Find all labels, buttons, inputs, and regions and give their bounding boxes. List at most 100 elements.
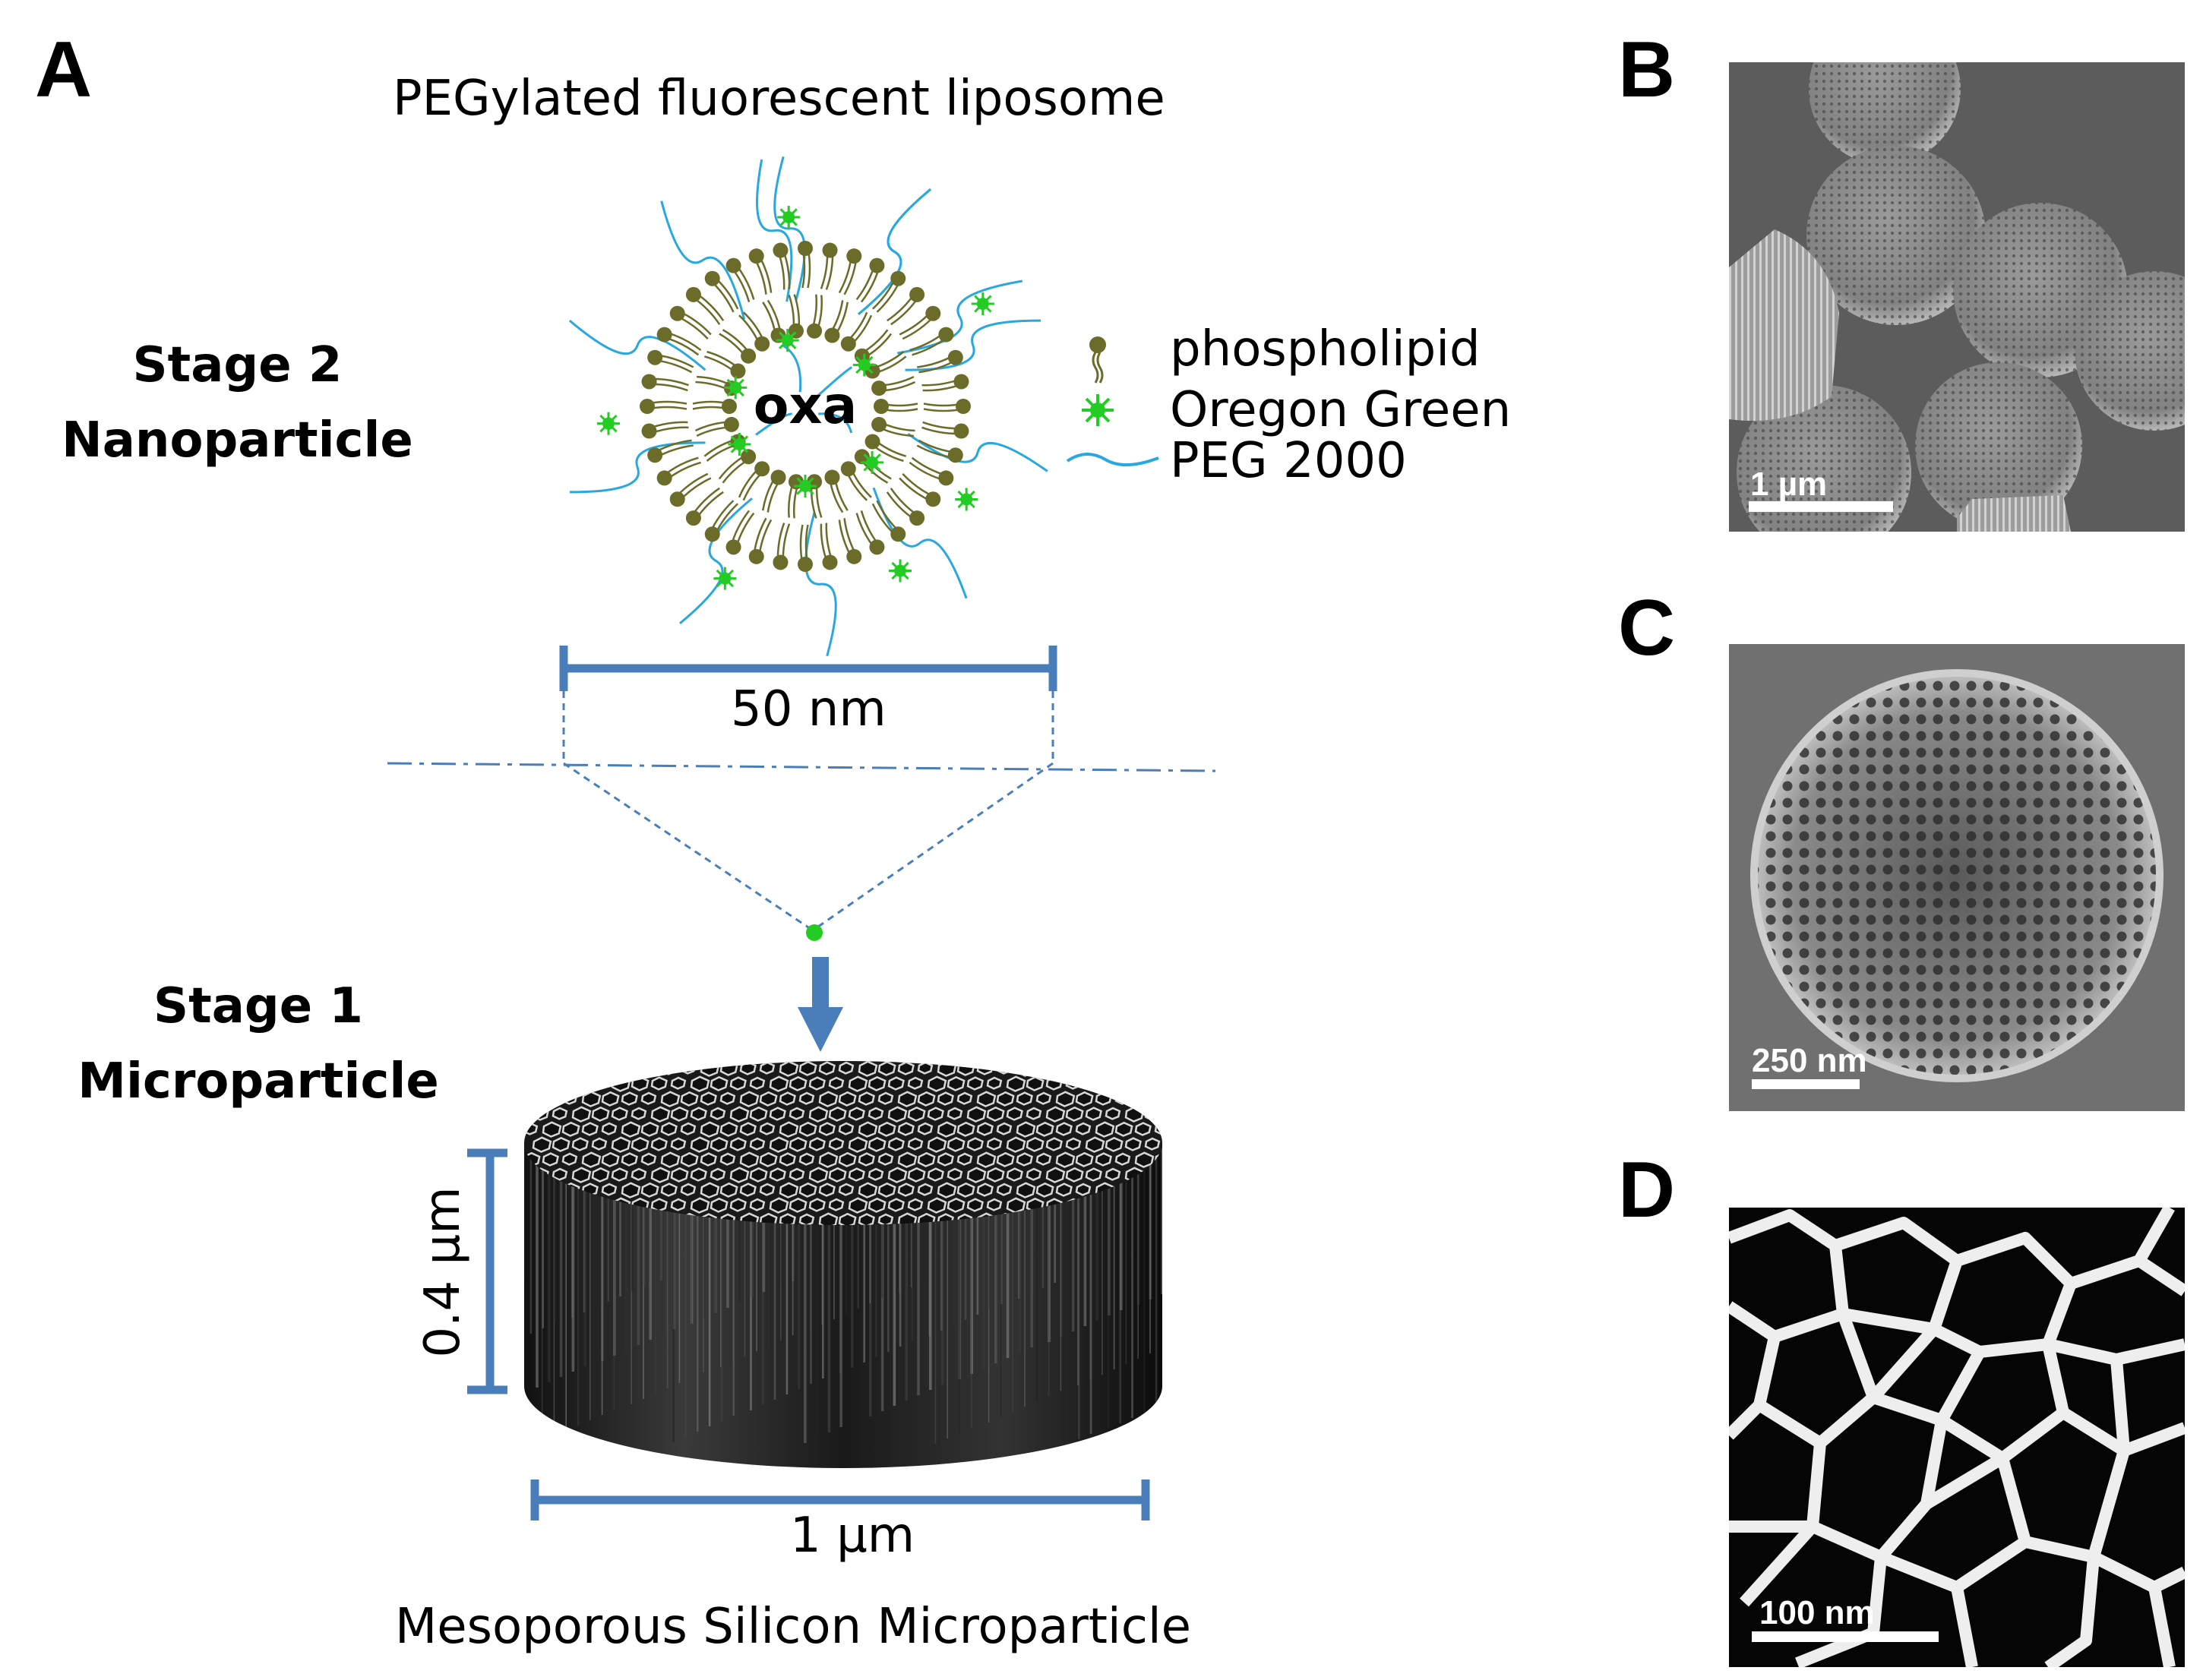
oregon-green-dye: [713, 567, 737, 590]
phospholipid-head: [938, 470, 954, 486]
phospholipid-head: [773, 242, 789, 258]
oregon-green-dye: [794, 475, 817, 497]
phospholipid-head: [938, 327, 954, 343]
peg-chain: [568, 319, 706, 371]
legend-dye-icon: [1082, 394, 1114, 426]
sem-image-b: 1 µm: [1729, 62, 2185, 532]
peg-chain: [907, 433, 1048, 472]
phospholipid-head: [704, 526, 720, 542]
phospholipid-head: [925, 491, 941, 507]
phospholipid-head: [748, 248, 764, 264]
phospholipid-head: [822, 554, 838, 570]
stage1-line1: Stage 1: [153, 978, 363, 1034]
nanoparticle-dot: [806, 924, 823, 941]
phospholipid-head: [846, 548, 862, 564]
phospholipid-head: [685, 286, 701, 302]
phospholipid-head: [669, 491, 685, 507]
stage1-label: Stage 1 Microparticle: [65, 969, 452, 1119]
phospholipid-head: [723, 416, 739, 432]
phospholipid-head: [909, 286, 925, 302]
phospholipid-head: [770, 469, 786, 485]
phospholipid-head: [685, 510, 701, 526]
phospholipid-head: [730, 363, 746, 379]
sem-c-scale-label: 250 nm: [1752, 1042, 1867, 1079]
phospholipid-head: [647, 447, 663, 463]
phospholipid-head: [798, 557, 813, 572]
phospholipid-outer-layer: [640, 241, 971, 572]
phospholipid-head: [641, 423, 657, 439]
phospholipid-head: [741, 449, 757, 465]
peg-chain: [905, 319, 1041, 371]
panel-label-a: A: [35, 26, 93, 114]
stage2-label: Stage 2 Nanoparticle: [46, 328, 429, 478]
oregon-green-dye: [971, 292, 994, 315]
phospholipid-head: [947, 349, 963, 365]
legend-dye-label: Oregon Green: [1170, 382, 1512, 438]
nano-scale-label: 50 nm: [731, 681, 887, 737]
phospholipid-head: [722, 399, 737, 414]
phospholipid-head: [824, 327, 840, 343]
liposome-diagram: oxa: [568, 156, 1048, 657]
height-scale-bar: [467, 1148, 507, 1394]
peg-chain: [679, 497, 753, 624]
height-scale-label: 0.4 µm: [415, 1186, 471, 1358]
phospholipid-head: [647, 349, 663, 365]
peg-chain: [756, 159, 793, 302]
peg-chain: [569, 441, 706, 494]
oregon-green-dye: [861, 450, 884, 474]
sem-image-c: 250 nm: [1729, 644, 2185, 1111]
phospholipid-head: [871, 416, 887, 432]
phospholipid-head: [864, 434, 880, 450]
stage-divider-line: [387, 762, 1216, 772]
phospholipid-head: [956, 399, 971, 414]
phospholipid-head: [748, 548, 764, 564]
sem-image-d: 100 nm: [1729, 1208, 2185, 1667]
phospholipid-head: [869, 539, 885, 555]
phospholipid-head: [869, 257, 885, 273]
sem-d-pore-walls: [1729, 1208, 2185, 1667]
phospholipid-head: [822, 242, 838, 258]
sem-d-scale-label: 100 nm: [1759, 1594, 1875, 1631]
phospholipid-head: [890, 526, 906, 542]
microparticle-cylinder: [524, 1061, 1162, 1468]
peg-chain: [755, 412, 792, 436]
phospholipid-head: [640, 399, 655, 414]
phospholipid-head: [925, 305, 941, 321]
oregon-green-dye: [777, 205, 801, 229]
phospholipid-head: [773, 554, 789, 570]
phospholipid-head: [725, 539, 741, 555]
legend-peg-icon: [1066, 453, 1159, 467]
phospholipid-head: [704, 270, 720, 286]
phospholipid-head: [669, 305, 685, 321]
stage1-line2: Microparticle: [77, 1053, 439, 1110]
oregon-green-dyes: [596, 205, 994, 590]
phospholipid-head: [725, 257, 741, 273]
oregon-green-dye: [955, 488, 978, 511]
peg-chain: [858, 188, 931, 315]
phospholipid-head: [890, 270, 906, 286]
microparticle-caption: Mesoporous Silicon Microparticle: [395, 1599, 1192, 1655]
phospholipid-head: [953, 374, 969, 390]
phospholipid-head: [871, 381, 887, 396]
oregon-green-dye: [852, 353, 876, 377]
width-scale-bar: [530, 1479, 1150, 1521]
phospholipid-head: [947, 447, 963, 463]
liposome-title: PEGylated fluorescent liposome: [393, 71, 1165, 127]
sem-c-scale-bar: [1752, 1079, 1860, 1089]
cylinder-side-streaks: [524, 1143, 1162, 1445]
liposome-core-label: oxa: [754, 376, 857, 436]
down-arrow: [798, 957, 843, 1052]
width-scale-label: 1 µm: [790, 1508, 915, 1564]
oregon-green-dye: [889, 559, 912, 583]
phospholipid-head: [754, 336, 770, 352]
phospholipid-head: [824, 469, 840, 485]
sem-b-scale-bar: [1749, 501, 1893, 512]
phospholipid-head: [641, 374, 657, 390]
nano-scale-bar: [559, 646, 1057, 691]
phospholipid-head: [909, 510, 925, 526]
phospholipid-head: [741, 348, 757, 364]
phospholipid-head: [754, 461, 770, 477]
legend-peg-label: PEG 2000: [1170, 433, 1407, 489]
panel-label-b: B: [1618, 26, 1676, 114]
oregon-green-dye: [724, 376, 748, 399]
